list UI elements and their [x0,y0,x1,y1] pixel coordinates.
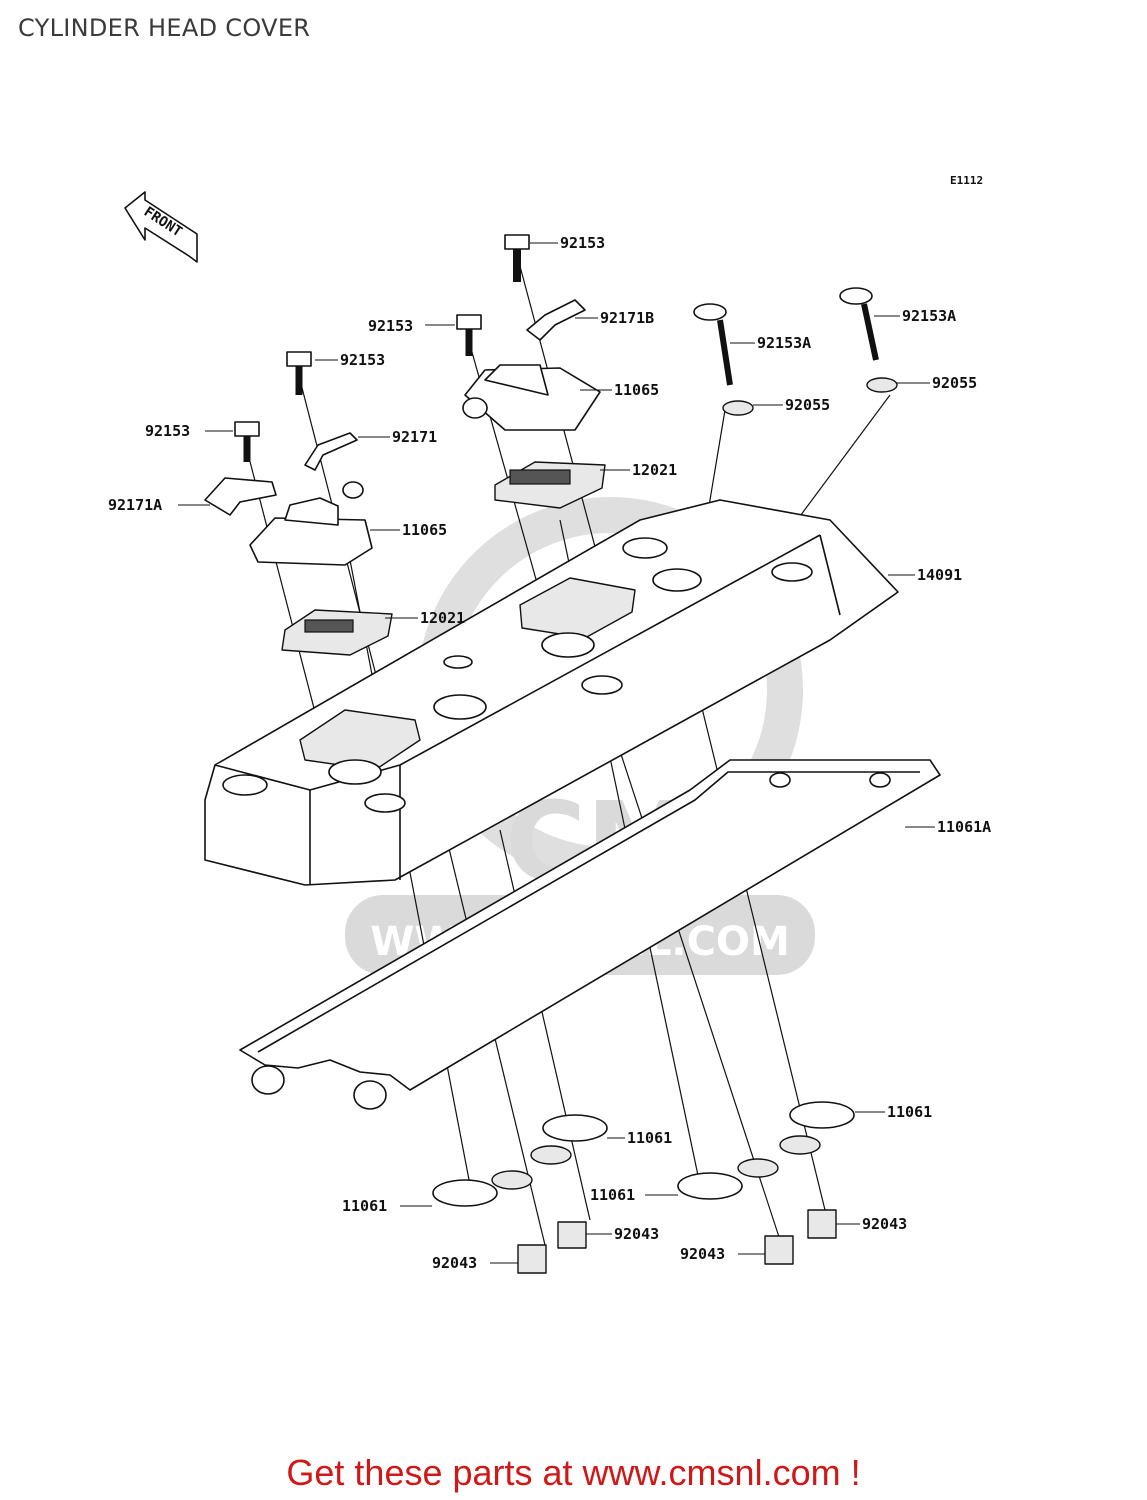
cylinder-head-cover-part [204,499,899,886]
bolt-92153-left-part [234,421,260,462]
dowel-92043-b-part [557,1221,587,1249]
bolt-92153A-right-part [839,287,898,393]
breather-cover-right-part [462,364,601,431]
label-92043-d: 92043 [862,1215,907,1233]
label-92153A-mid: 92153A [757,334,811,352]
seal-11061-a-part [432,1170,533,1207]
bolt-92153-top-part [504,234,530,282]
label-92153-top: 92153 [560,234,605,252]
leader-lines [178,242,935,1264]
label-92055-mid: 92055 [785,396,830,414]
label-92153A-right: 92153A [902,307,956,325]
label-11061-d: 11061 [887,1103,932,1121]
label-92153-mid: 92153 [368,317,413,335]
bracket-92171B-part [526,299,586,341]
seal-11061-d-part [779,1101,855,1155]
label-92171: 92171 [392,428,437,446]
seal-11061-c-part [677,1158,779,1200]
seal-11061-b-part [530,1114,608,1165]
label-92043-a: 92043 [432,1254,477,1272]
front-arrow-icon: FRONT [124,191,198,263]
label-92171B: 92171B [600,309,654,327]
bolt-92153-mid-part [456,314,482,356]
label-11061-a: 11061 [342,1197,387,1215]
label-92043-c: 92043 [680,1245,725,1263]
label-92043-b: 92043 [614,1225,659,1243]
dowel-92043-a-part [517,1244,547,1274]
label-11061-c: 11061 [590,1186,635,1204]
dowel-92043-c-part [764,1235,794,1265]
breather-cover-left-part [249,481,373,566]
label-92055-right: 92055 [932,374,977,392]
label-11065-left: 11065 [402,521,447,539]
label-11061-b: 11061 [627,1129,672,1147]
bolt-92153-left2-part [286,351,312,395]
label-92153-left: 92153 [145,422,190,440]
label-11061A: 11061A [937,818,991,836]
part-labels: 92153 92171B 92153 92153 92153 92171 921… [108,234,991,1272]
label-11065-right: 11065 [614,381,659,399]
page-title: CYLINDER HEAD COVER [18,14,311,42]
dowel-92043-d-part [807,1209,837,1239]
label-14091: 14091 [917,566,962,584]
diagram-code: E1112 [950,174,983,187]
label-92153-left2: 92153 [340,351,385,369]
bracket-92171A-part [204,477,277,516]
label-12021-right: 12021 [632,461,677,479]
plate-left-part [281,609,393,656]
label-92171A: 92171A [108,496,162,514]
bracket-92171-part [304,432,358,471]
bolt-92153A-mid-part [693,303,754,416]
gasket-part [239,759,941,1110]
plate-right-part [494,461,606,509]
label-12021-left: 12021 [420,609,465,627]
cta-link[interactable]: Get these parts at www.cmsnl.com ! [286,1452,861,1493]
